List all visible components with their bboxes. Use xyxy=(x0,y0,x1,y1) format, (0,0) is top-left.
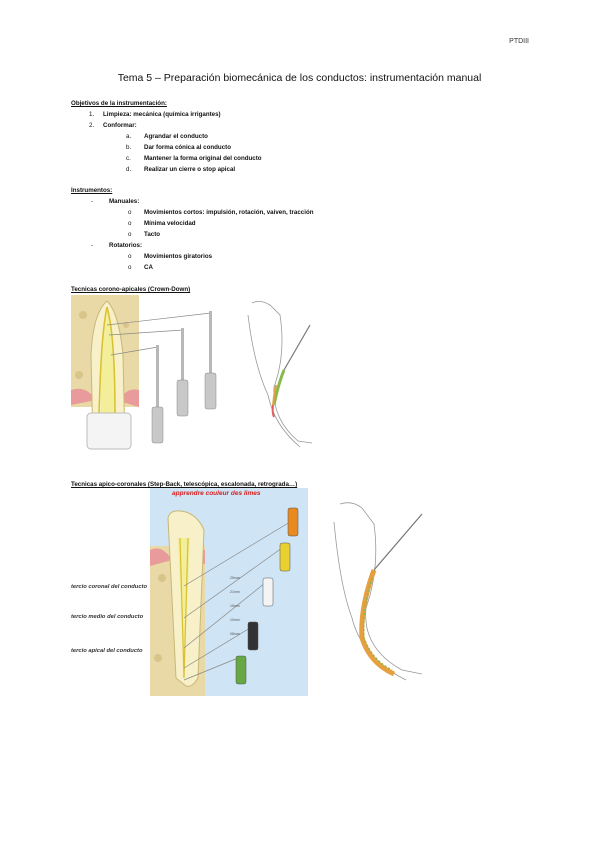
list-marker: o xyxy=(128,209,132,216)
page-title: Tema 5 – Preparación biomecánica de los … xyxy=(117,72,482,84)
label-tercio-apical: tercio apical del conducto xyxy=(71,648,143,654)
list-text: Manuales: xyxy=(109,198,140,205)
step-back-tooth-figure xyxy=(150,488,308,696)
step-back-canal-figure xyxy=(333,502,423,681)
list-marker: - xyxy=(91,198,94,205)
list-marker: o xyxy=(128,264,132,271)
step-back-heading: Tecnicas apico-coronales (Step-Back, tel… xyxy=(71,481,298,488)
list-marker: o xyxy=(128,231,132,238)
list-marker: o xyxy=(128,220,132,227)
file-mark: 25mm xyxy=(230,576,240,580)
page-header-code: PTDIII xyxy=(509,38,529,45)
list-marker: b. xyxy=(126,144,132,151)
list-text: Agrandar el conducto xyxy=(144,133,208,140)
list-marker: d. xyxy=(126,166,132,173)
list-marker: c. xyxy=(126,155,131,162)
list-text: Tacto xyxy=(144,231,161,238)
list-marker: - xyxy=(91,242,94,249)
list-marker: a. xyxy=(126,133,132,140)
file-mark: 10mm xyxy=(230,618,240,622)
list-marker: o xyxy=(128,253,132,260)
list-subitem: c. Mantener la forma original del conduct… xyxy=(126,155,262,162)
list-subitem: d. Realizar un cierre o stop apical xyxy=(126,166,235,173)
list-text: CA xyxy=(144,264,153,271)
list-subitem: o CA xyxy=(128,264,153,271)
label-tercio-coronal: tercio coronal del conducto xyxy=(71,584,148,590)
objetivos-heading: Objetivos de la instrumentación: xyxy=(71,100,167,107)
list-item: 1. Limpieza: mecánica (química irrigantes… xyxy=(89,111,221,118)
crown-down-tooth-figure xyxy=(71,295,231,455)
list-marker: 2. xyxy=(89,122,95,129)
label-tercio-medio: tercio medio del conducto xyxy=(71,614,144,620)
list-text: Movimientos cortos: impulsión, rotación,… xyxy=(144,209,314,216)
crown-down-canal-figure xyxy=(247,301,313,448)
list-subitem: o Movimientos cortos: impulsión, rotación… xyxy=(128,209,314,216)
list-text: Mínima velocidad xyxy=(144,220,196,227)
file-mark: 15mm xyxy=(230,604,240,608)
list-text: Limpieza: mecánica (química irrigantes) xyxy=(103,111,221,118)
list-subitem: o Mínima velocidad xyxy=(128,220,196,227)
crown-down-heading: Tecnicas corono-apicales (Crown-Down) xyxy=(71,286,191,293)
list-text: Rotatorios: xyxy=(109,242,142,249)
instrumentos-heading: Instrumentos: xyxy=(71,187,113,194)
list-text: Dar forma cónica al conducto xyxy=(144,144,231,151)
list-subitem: b. Dar forma cónica al conducto xyxy=(126,144,231,151)
list-text: Mantener la forma original del conducto xyxy=(144,155,262,162)
figure-caption: apprendre couleur des limes xyxy=(172,490,261,497)
list-marker: 1. xyxy=(89,111,95,118)
list-item: - Rotatorios: xyxy=(91,242,142,249)
list-item: - Manuales: xyxy=(91,198,139,205)
file-mark: 21mm xyxy=(230,590,240,594)
list-text: Realizar un cierre o stop apical xyxy=(144,166,236,173)
list-subitem: o Tacto xyxy=(128,231,160,238)
list-item: 2. Conformar: xyxy=(89,122,137,129)
file-mark: 08mm xyxy=(230,632,240,636)
list-subitem: a. Agrandar el conducto xyxy=(126,133,208,140)
list-text: Movimientos giratorios xyxy=(144,253,213,260)
list-text: Conformar: xyxy=(103,122,137,129)
list-subitem: o Movimientos giratorios xyxy=(128,253,212,260)
